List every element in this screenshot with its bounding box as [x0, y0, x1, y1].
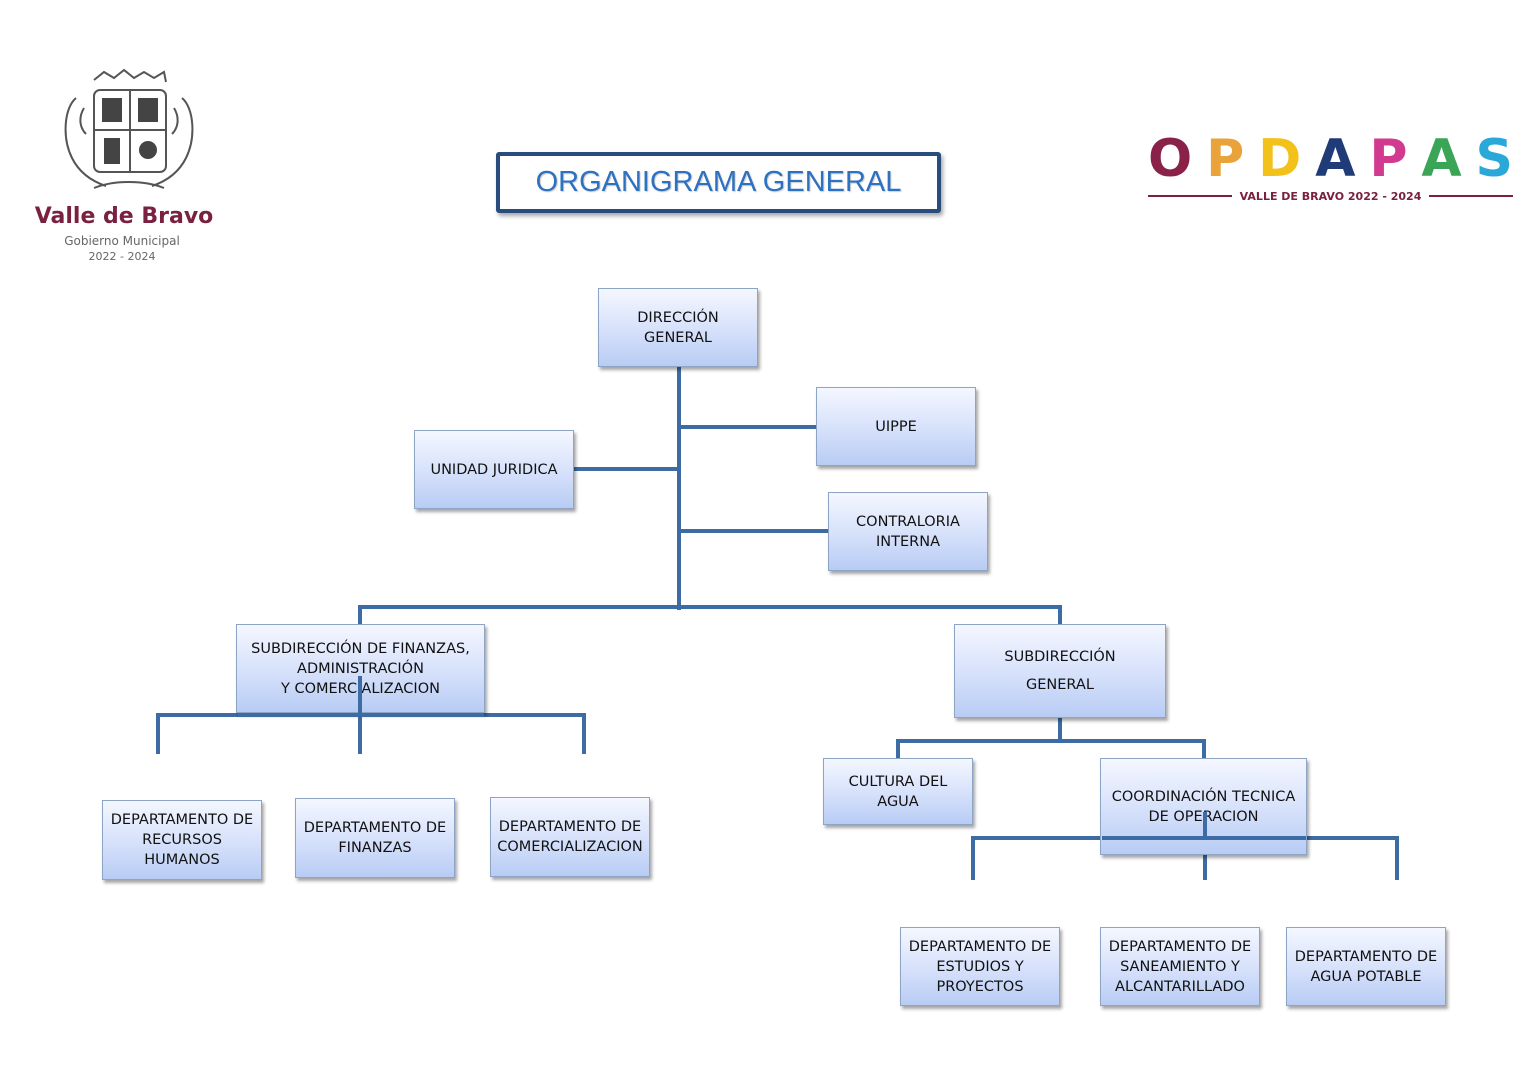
opdapas-wordmark: O P D A P A S	[1148, 132, 1513, 186]
org-box-coordinacion-tecnica: COORDINACIÓN TECNICA DE OPERACION	[1100, 758, 1307, 855]
org-box-label: DEPARTAMENTO DE COMERCIALIZACION	[497, 819, 643, 855]
org-box-label: DEPARTAMENTO DE AGUA POTABLE	[1294, 948, 1438, 985]
org-box-direccion-general: DIRECCIÓN GENERAL	[598, 288, 758, 367]
coat-of-arms-icon	[64, 68, 194, 189]
logo-left-name: Valle de Bravo	[34, 204, 214, 229]
org-box-uippe: UIPPE	[816, 387, 976, 466]
org-box-depto-recursos-humanos: DEPARTAMENTO DE RECURSOS HUMANOS	[102, 800, 262, 880]
org-box-label: COORDINACIÓN TECNICA DE OPERACION	[1111, 789, 1296, 825]
org-box-subdireccion-general: SUBDIRECCIÓN GENERAL	[954, 624, 1166, 718]
logo-left-subtitle: Gobierno Municipal	[64, 234, 180, 248]
org-box-label: DEPARTAMENTO DE SANEAMIENTO Y ALCANTARIL…	[1108, 938, 1252, 995]
logo-left-years: 2022 - 2024	[88, 250, 156, 263]
org-box-label: DEPARTAMENTO DE RECURSOS HUMANOS	[110, 812, 254, 868]
logo-letter: O	[1148, 129, 1193, 189]
page-title: ORGANIGRAMA GENERAL	[535, 166, 902, 198]
org-box-label: DEPARTAMENTO DE FINANZAS	[303, 820, 447, 856]
valle-de-bravo-logo: Valle de Bravo Gobierno Municipal 2022 -…	[14, 66, 234, 266]
org-box-depto-finanzas: DEPARTAMENTO DE FINANZAS	[295, 798, 455, 878]
org-box-label: UNIDAD JURIDICA	[430, 461, 558, 478]
org-box-label: UIPPE	[875, 418, 917, 435]
org-box-contraloria-interna: CONTRALORIA INTERNA	[828, 492, 988, 571]
divider	[1429, 195, 1514, 197]
org-box-depto-agua-potable: DEPARTAMENTO DE AGUA POTABLE	[1286, 927, 1446, 1006]
opdapas-tagline-row: VALLE DE BRAVO 2022 - 2024	[1148, 188, 1514, 204]
org-box-unidad-juridica: UNIDAD JURIDICA	[414, 430, 574, 509]
org-box-subdireccion-finanzas: SUBDIRECCIÓN DE FINANZAS, ADMINISTRACIÓN…	[236, 624, 485, 713]
org-box-label: CONTRALORIA INTERNA	[856, 513, 960, 550]
divider	[1148, 195, 1232, 197]
opdapas-logo: O P D A P A S VALLE DE BRAVO 2022 - 2024	[1148, 132, 1514, 212]
org-box-depto-saneamiento: DEPARTAMENTO DE SANEAMIENTO Y ALCANTARIL…	[1100, 927, 1260, 1006]
org-box-cultura-agua: CULTURA DEL AGUA	[823, 758, 973, 825]
org-box-label: CULTURA DEL AGUA	[848, 773, 948, 810]
org-box-depto-comercializacion: DEPARTAMENTO DE COMERCIALIZACION	[490, 797, 650, 877]
logo-letter: P	[1206, 129, 1245, 189]
org-box-label: DEPARTAMENTO DE ESTUDIOS Y PROYECTOS	[908, 938, 1052, 995]
page-title-box: ORGANIGRAMA GENERAL	[496, 152, 941, 213]
org-box-label: DIRECCIÓN GENERAL	[637, 309, 719, 346]
org-box-depto-estudios: DEPARTAMENTO DE ESTUDIOS Y PROYECTOS	[900, 927, 1060, 1006]
logo-letter: A	[1315, 129, 1356, 189]
org-box-label: SUBDIRECCIÓN GENERAL	[1004, 649, 1116, 693]
logo-letter: P	[1369, 129, 1408, 189]
opdapas-tagline: VALLE DE BRAVO 2022 - 2024	[1239, 189, 1422, 203]
logo-letter: S	[1475, 129, 1513, 189]
logo-letter: A	[1421, 129, 1462, 189]
org-box-label: SUBDIRECCIÓN DE FINANZAS, ADMINISTRACIÓN…	[251, 640, 470, 697]
logo-letter: D	[1258, 129, 1302, 189]
